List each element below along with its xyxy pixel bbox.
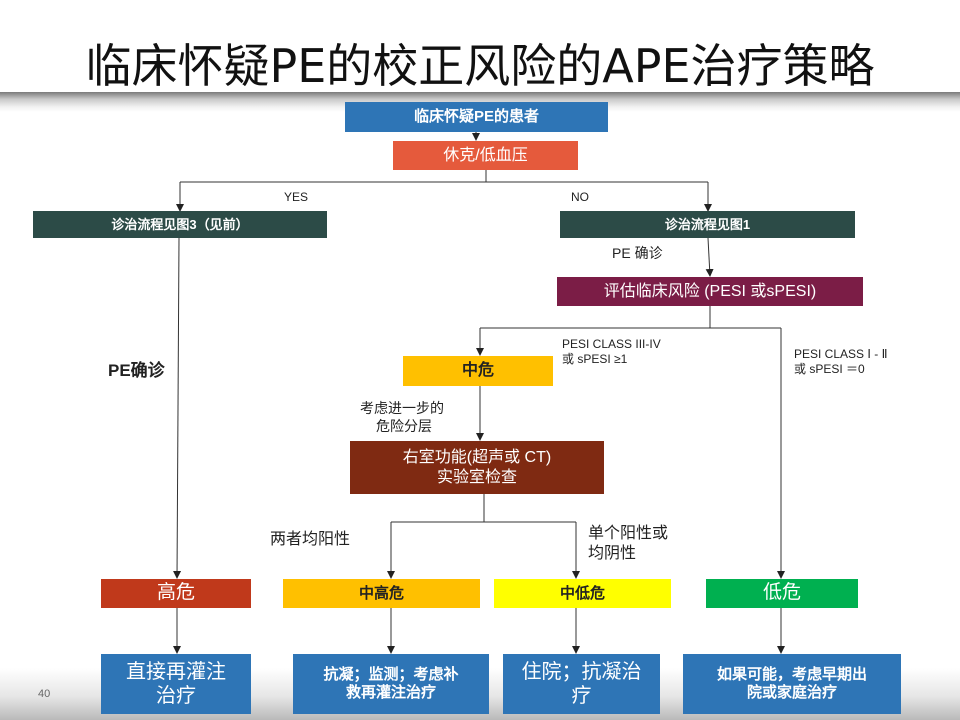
yes-label: YES — [284, 190, 309, 204]
pesi-34-label: PESI CLASS III-IV 或 sPESI ≥1 — [562, 337, 661, 366]
both-positive-label: 两者均阳性 — [270, 531, 351, 548]
patient-node: 临床怀疑PE的患者 — [345, 102, 608, 132]
assess-node: 评估临床风险 (PESI 或sPESI) — [557, 277, 863, 306]
pe-confirm-left-label: PE确诊 — [108, 361, 165, 380]
no-label: NO — [571, 190, 589, 204]
shock-node: 休克/低血压 — [393, 141, 578, 170]
slide-title: 临床怀疑PE的校正风险的APE治疗策略 — [85, 39, 875, 93]
single-positive-label: 单个阳性或 均阴性 — [588, 525, 669, 562]
mid-risk-node: 中危 — [403, 356, 553, 386]
page-number: 40 — [38, 688, 51, 700]
rv-function-node: 右室功能(超声或 CT) 实验室检查 — [350, 441, 604, 494]
treatment-high: 直接再灌注 治疗 — [101, 654, 251, 714]
connector-flow1-assess — [705, 237, 714, 277]
pe-confirm-right-label: PE 确诊 — [612, 245, 663, 261]
treatment-mid-high: 抗凝；监测；考虑补 救再灌注治疗 — [293, 654, 489, 714]
further-strat-label: 考虑进一步的 危险分层 — [360, 400, 444, 434]
treatment-low: 如果可能，考虑早期出 院或家庭治疗 — [683, 654, 901, 714]
mid-low-risk-node: 中低危 — [494, 579, 671, 608]
flow3-node: 诊治流程见图3（见前） — [33, 211, 327, 238]
pesi-12-label: PESI CLASS Ⅰ - Ⅱ 或 sPESI ＝0 — [794, 347, 888, 376]
flow1-node: 诊治流程见图1 — [560, 211, 855, 238]
high-risk-node: 高危 — [101, 579, 251, 608]
low-risk-node: 低危 — [706, 579, 858, 608]
treatment-mid-low: 住院；抗凝治 疗 — [503, 654, 660, 714]
mid-high-risk-node: 中高危 — [283, 579, 480, 608]
connector-flow3-high — [173, 237, 182, 579]
